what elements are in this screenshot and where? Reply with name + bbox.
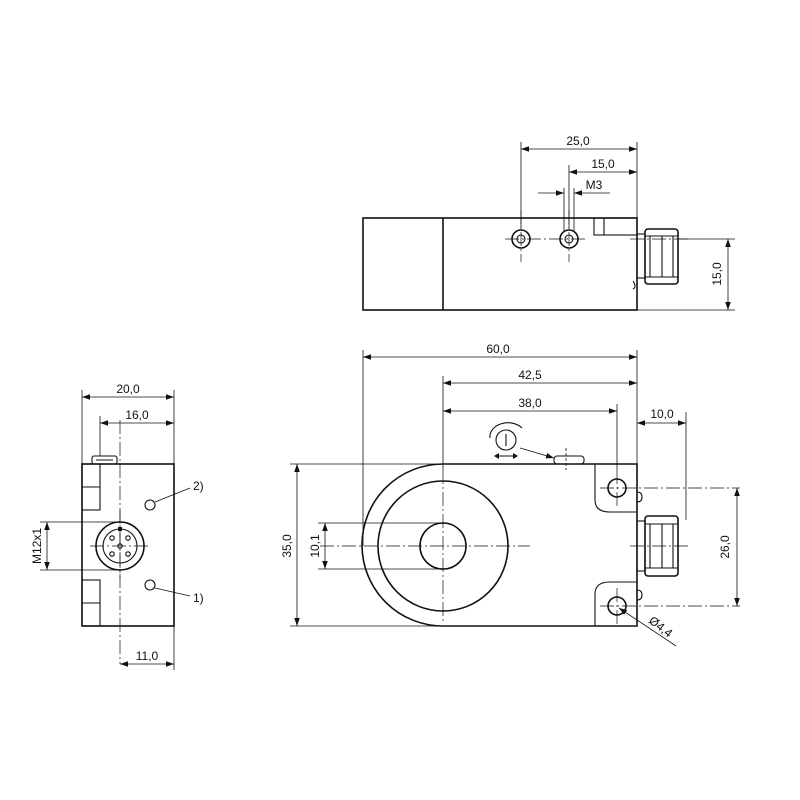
top-view-tab [593, 217, 638, 236]
dim-11: 11,0 [136, 649, 159, 663]
dim-10: 10,0 [650, 407, 674, 421]
side-view: 2) 1) 20,0 16,0 11,0 M12x1 [30, 382, 204, 670]
callout-2: 2) [193, 479, 204, 493]
dim-26: 26,0 [718, 535, 732, 559]
dim-35: 35,0 [280, 534, 294, 558]
dim-m3: M3 [586, 178, 603, 192]
dim-15-top: 15,0 [591, 157, 615, 171]
front-view: 60,0 42,5 38,0 10,0 35,0 10,1 26,0 Ø4,4 [280, 342, 740, 647]
side-view-top-tab [91, 455, 118, 465]
side-view-body [81, 463, 175, 627]
dim-10-1: 10,1 [308, 534, 322, 558]
mount-lug-bottom [594, 581, 637, 626]
mount-lug-top [594, 464, 637, 513]
top-view-body [362, 217, 638, 311]
dim-60: 60,0 [486, 342, 510, 356]
dim-20: 20,0 [116, 382, 140, 396]
led-1 [144, 579, 156, 591]
callout-1: 1) [193, 591, 204, 605]
dim-m12: M12x1 [30, 528, 44, 564]
dim-38: 38,0 [518, 396, 542, 410]
dim-25: 25,0 [566, 134, 590, 148]
top-view: 25,0 15,0 M3 15,0 [362, 134, 735, 311]
dim-hole-diameter: Ø4,4 [646, 613, 675, 640]
front-view-body [361, 463, 638, 627]
dim-16: 16,0 [125, 408, 149, 422]
potentiometer-tab [553, 455, 585, 465]
led-2 [144, 499, 156, 511]
dim-15-side: 15,0 [710, 262, 724, 286]
dim-42-5: 42,5 [518, 368, 542, 382]
adjust-screw-icon [489, 422, 555, 459]
top-view-connector [632, 228, 679, 290]
